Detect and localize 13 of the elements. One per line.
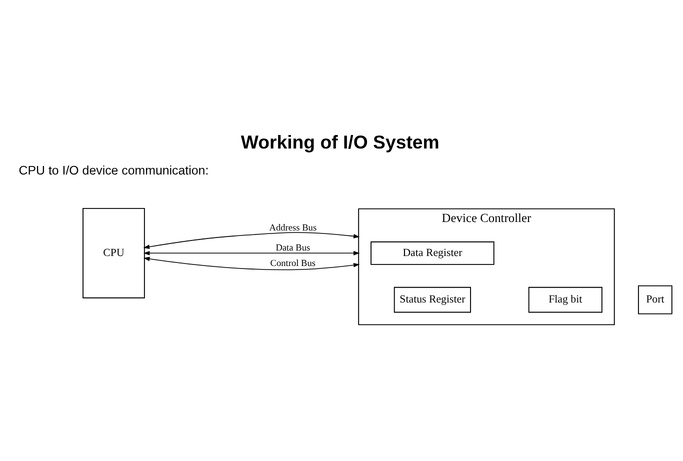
edge-label: Control Bus [270, 258, 316, 269]
arrow [143, 250, 360, 255]
node-box: Data Register [370, 240, 494, 264]
arrow [143, 232, 360, 248]
label: CPU to I/O device communication: [18, 162, 209, 177]
edge-label: Address Bus [269, 222, 317, 233]
node-box: Port [638, 284, 672, 314]
node-box: Status Register [394, 286, 471, 312]
node-box: CPU [82, 207, 145, 298]
arrow [143, 256, 360, 270]
edge-label: Data Bus [276, 243, 310, 254]
diagram-title: Working of I/O System [240, 130, 440, 152]
node-box: Flag bit [528, 286, 602, 312]
